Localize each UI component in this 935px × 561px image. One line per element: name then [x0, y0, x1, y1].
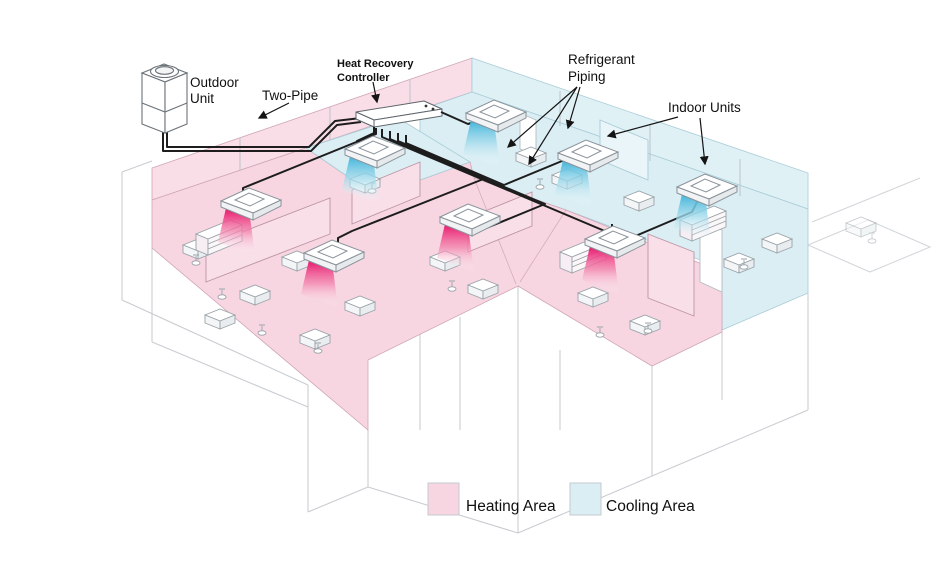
label-arrow [506, 86, 578, 148]
heat-recovery-controller-label: Controller [337, 72, 390, 84]
label-arrow [528, 86, 578, 166]
label-arrows [257, 81, 709, 166]
legend: Heating Area Cooling Area [427, 482, 695, 516]
two-pipe-label: Two-Pipe [262, 88, 318, 103]
refrigerant-piping-label: Piping [568, 69, 606, 84]
label-arrow [699, 117, 709, 166]
legend-swatch-cooling [569, 482, 602, 516]
wall-studs [239, 79, 741, 196]
legend-label-cooling: Cooling Area [606, 498, 695, 515]
outdoor-unit-label: Outdoor [190, 75, 239, 90]
indoor-units-label: Indoor Units [668, 100, 741, 115]
pipe-branch [337, 133, 487, 247]
legend-swatch-heating [427, 482, 460, 516]
heat-recovery-controller [355, 100, 443, 128]
partition-walls [205, 112, 723, 317]
outdoor-unit-label: Unit [190, 91, 214, 106]
callout-labels: Outdoor Unit Two-Pipe Heat Recovery Cont… [190, 52, 741, 115]
label-arrow [565, 86, 581, 130]
label-arrow [606, 116, 679, 139]
two-pipe-run [166, 117, 362, 148]
refrigerant-piping-label: Refrigerant [568, 52, 635, 67]
label-arrow [257, 102, 290, 119]
outdoor-unit-icon [140, 63, 189, 134]
label-arrow [371, 81, 380, 104]
two-pipe-run [162, 121, 362, 152]
legend-label-heating: Heating Area [466, 498, 556, 515]
heat-recovery-controller-label: Heat Recovery [337, 58, 414, 70]
